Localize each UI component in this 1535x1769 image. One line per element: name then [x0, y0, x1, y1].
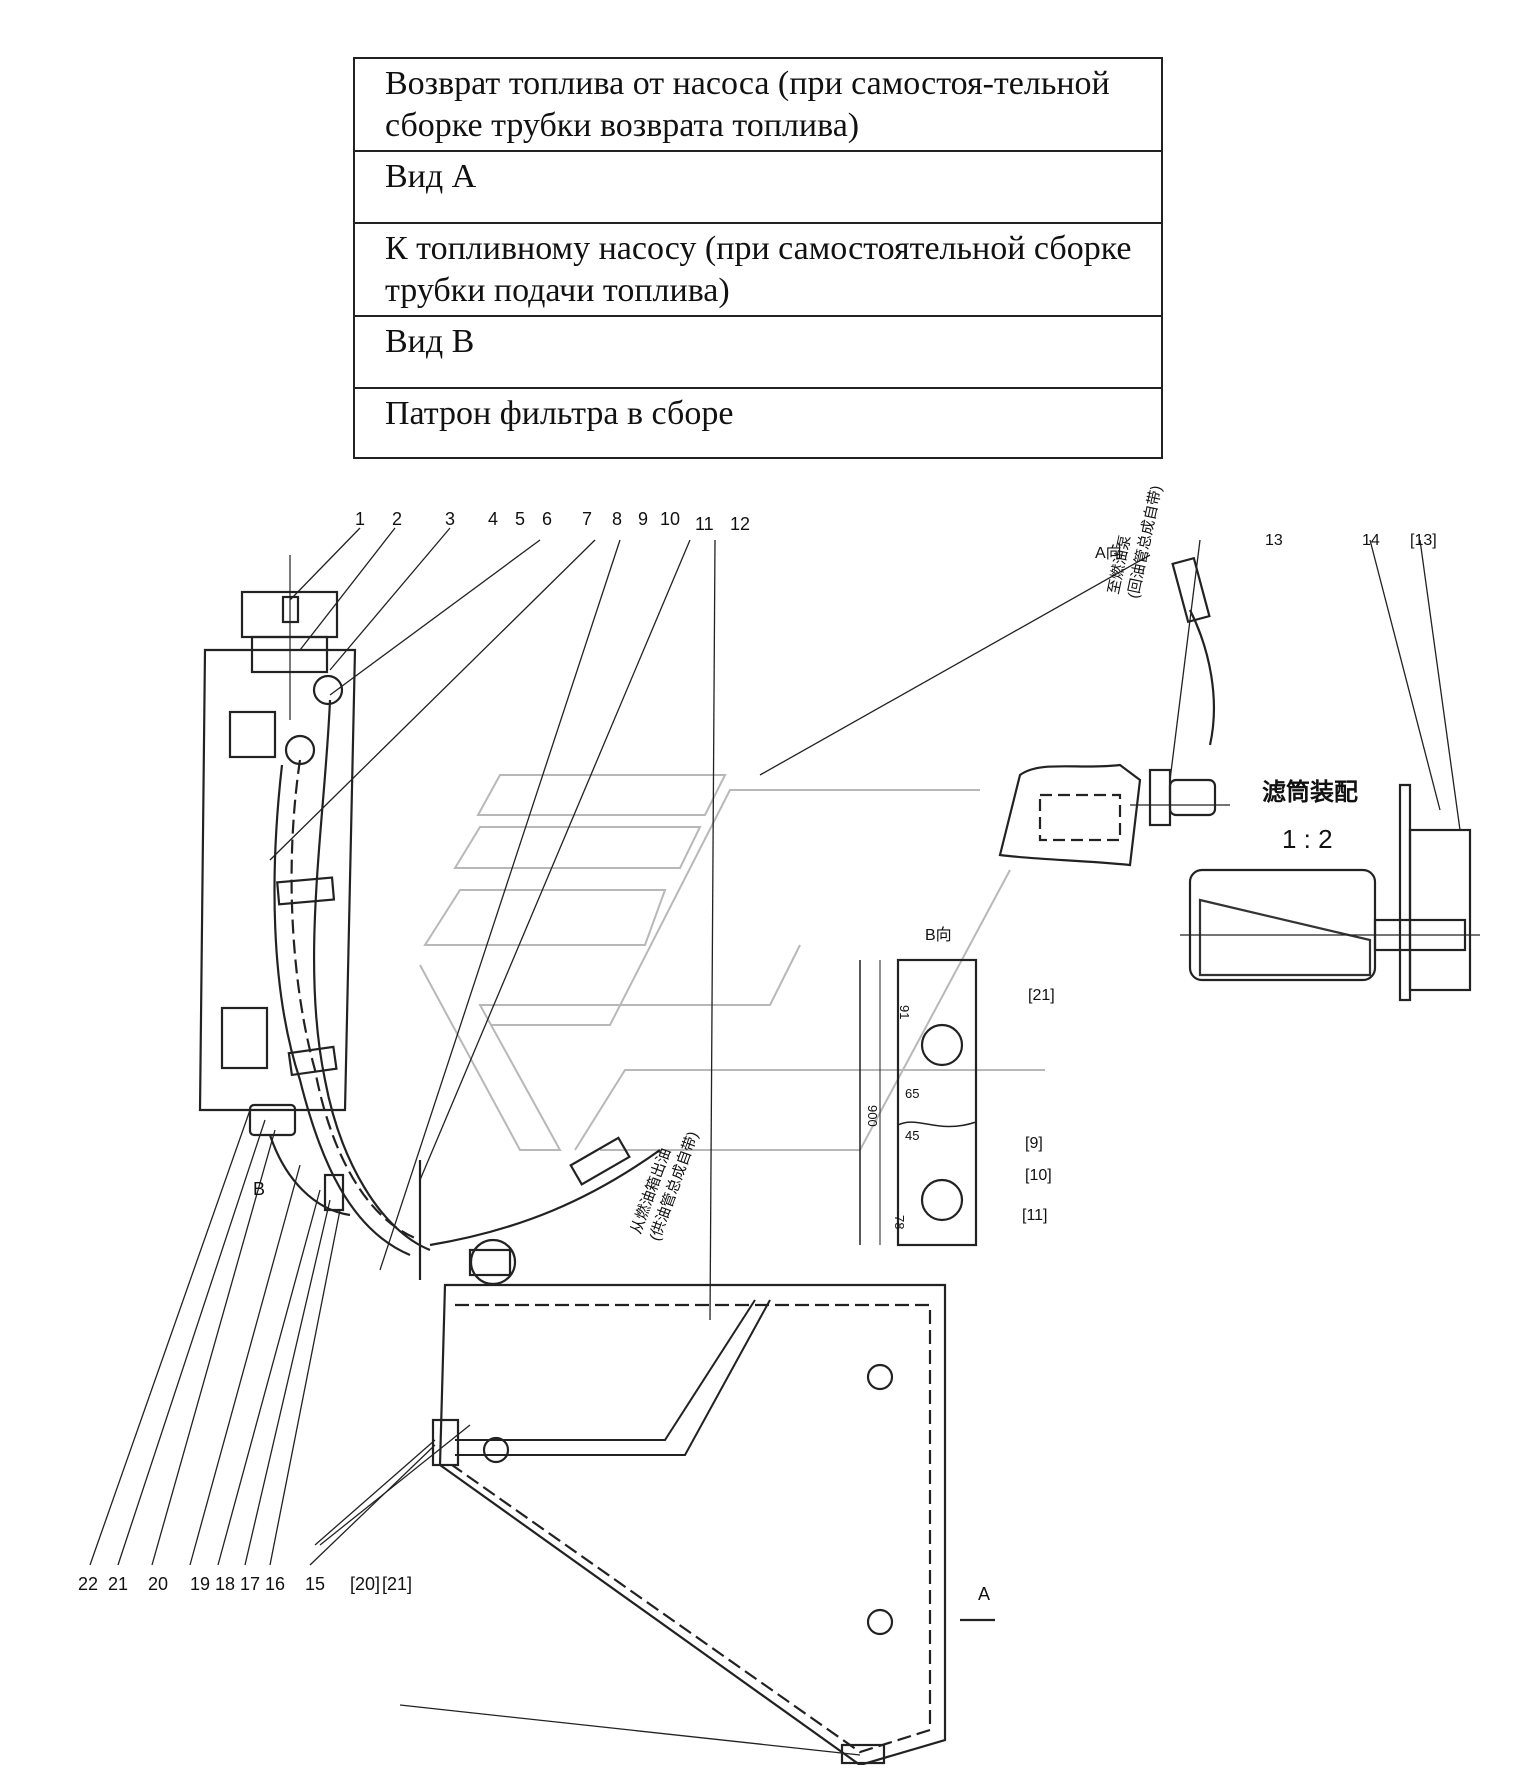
- fitting-nut: [1148, 768, 1172, 827]
- callout-7: 7: [582, 509, 592, 529]
- callout-1: 1: [355, 509, 365, 529]
- leader-lines: [269, 527, 1461, 1756]
- watermark-logo: [419, 774, 1045, 1151]
- view-marker-a: A: [978, 1584, 990, 1604]
- bottom-leader-lines: [89, 1109, 436, 1566]
- view-a-section: [998, 556, 1230, 867]
- filter-assembly: [1180, 783, 1480, 1002]
- flange-plate: [1398, 783, 1412, 1002]
- callout-19: 19: [190, 1574, 210, 1594]
- callout-15: 15: [305, 1574, 325, 1594]
- dimension-91: 91: [897, 1005, 912, 1019]
- legend-row-view-a: Вид А: [353, 150, 1163, 224]
- callout-18: 18: [215, 1574, 235, 1594]
- dimension-45: 45: [905, 1128, 919, 1143]
- drawing-labels: A向 B向 滤筒装配 1 : 2 A B 至燃油泵 (回油管总成自带) 从燃油箱…: [253, 484, 1358, 1604]
- fuel-tank-assembly-drawing: 1 2 3 4 5 6 7 8 9 10 11 12 13 14 [13] 22…: [78, 484, 1480, 1765]
- main-fuel-tank: [431, 1283, 995, 1765]
- callout-10: 10: [660, 509, 680, 529]
- dimension-78: 78: [892, 1215, 907, 1229]
- dimension-65: 65: [905, 1086, 919, 1101]
- dimension-900: 900: [865, 1105, 880, 1127]
- drain-plug: [840, 1743, 886, 1765]
- callout-8: 8: [612, 509, 622, 529]
- return-hose: [1189, 609, 1216, 746]
- view-b-detail: [859, 958, 978, 1247]
- view-b-hole-lower: [920, 1178, 964, 1222]
- callout-9-view-b: [9]: [1025, 1135, 1043, 1152]
- callout-2: 2: [392, 509, 402, 529]
- callout-4: 4: [488, 509, 498, 529]
- callout-10-view-b: [10]: [1025, 1167, 1052, 1184]
- right-callouts: 13 14 [13]: [1265, 532, 1437, 549]
- callout-21: 21: [108, 1574, 128, 1594]
- callout-9: 9: [638, 509, 648, 529]
- callout-21-ref: [21]: [382, 1574, 412, 1594]
- filter-housing: [1408, 828, 1472, 992]
- view-b-label: B向: [925, 926, 952, 944]
- legend-row-return-fuel: Возврат топлива от насоса (при самостоя-…: [353, 57, 1163, 152]
- callout-5: 5: [515, 509, 525, 529]
- view-b-hole-upper: [920, 1023, 964, 1067]
- scale-label: 1 : 2: [1282, 824, 1333, 854]
- legend-row-to-fuel-pump: К топливному насосу (при самостоятельной…: [353, 222, 1163, 317]
- callout-22: 22: [78, 1574, 98, 1594]
- hose-bundle: [273, 674, 661, 1257]
- callout-21-view-b: [21]: [1028, 987, 1055, 1004]
- left-tank-panel: [198, 648, 357, 1112]
- callout-12: 12: [730, 514, 750, 534]
- filler-cap: [240, 555, 339, 720]
- callout-20: 20: [148, 1574, 168, 1594]
- mount-hole: [482, 1436, 510, 1464]
- callout-11: 11: [695, 514, 714, 534]
- panel-window-upper: [228, 710, 277, 759]
- banjo-fitting: [1168, 778, 1217, 817]
- filter-element: [1198, 898, 1372, 977]
- mount-hole: [866, 1363, 894, 1391]
- legend-row-view-b: Вид В: [353, 315, 1163, 389]
- callout-14: 14: [1362, 532, 1380, 549]
- callout-17: 17: [240, 1574, 260, 1594]
- callout-3: 3: [445, 509, 455, 529]
- legend-table: Возврат топлива от насоса (при самостоя-…: [353, 57, 1163, 459]
- view-a-label: A向: [1095, 544, 1122, 562]
- callout-11-view-b: [11]: [1022, 1207, 1048, 1224]
- view-b-callouts: [21] [9] [10] [11]: [1022, 987, 1055, 1224]
- view-marker-b: B: [253, 1179, 265, 1199]
- top-callouts: 1 2 3 4 5 6 7 8 9 10 11 12: [355, 509, 750, 534]
- bottom-callouts: 22 21 20 19 18 17 16 15 [20] [21]: [78, 1574, 412, 1594]
- callout-20-ref: [20]: [350, 1574, 380, 1594]
- filter-assembly-label: 滤筒装配: [1262, 778, 1358, 806]
- panel-window-lower: [220, 1006, 269, 1070]
- mount-hole: [866, 1608, 894, 1636]
- callout-13-ref: [13]: [1410, 532, 1437, 549]
- clamp-fitting: [323, 1173, 345, 1212]
- legend-row-filter-assembly: Патрон фильтра в сборе: [353, 387, 1163, 459]
- callout-16: 16: [265, 1574, 285, 1594]
- tank-outlet-fitting: [431, 1418, 460, 1467]
- callout-13: 13: [1265, 532, 1283, 549]
- callout-6: 6: [542, 509, 552, 529]
- drain-fittings: [248, 1103, 517, 1286]
